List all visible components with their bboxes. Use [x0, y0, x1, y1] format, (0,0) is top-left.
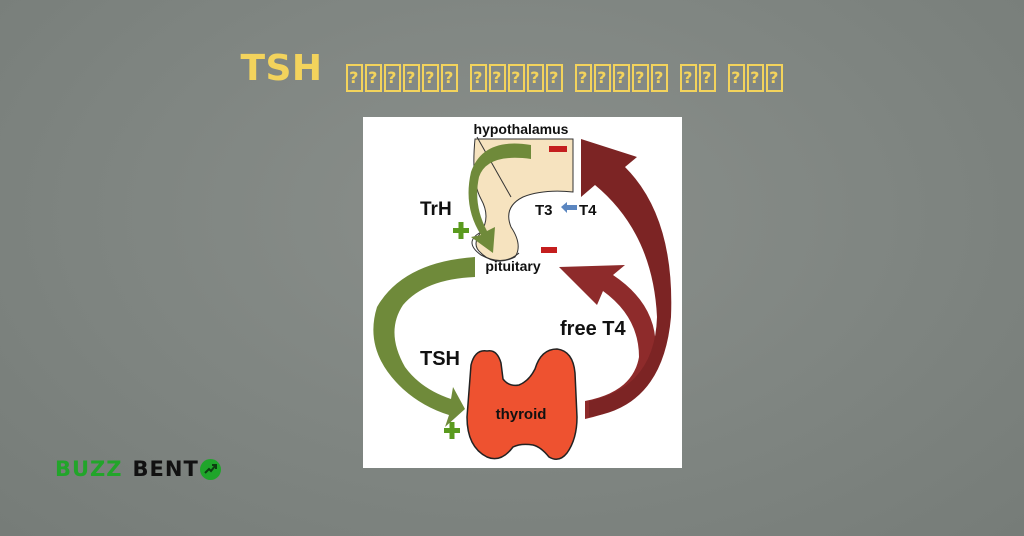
plus-sign-trh: [453, 222, 469, 239]
brand-part1: BUZZ: [55, 457, 123, 481]
missing-glyph-box: ?: [593, 64, 611, 92]
title-missing-glyphs: ?????????????????????: [335, 49, 784, 92]
label-t3: T3: [535, 202, 553, 219]
label-thyroid: thyroid: [496, 406, 547, 423]
missing-glyph-box: ?: [364, 64, 382, 92]
label-free-t4: free T4: [560, 318, 626, 340]
free-t4-to-hypothalamus-arrow: [581, 139, 672, 417]
missing-glyph-box: ?: [612, 64, 630, 92]
minus-sign-pituitary: [541, 247, 557, 253]
brand-logo[interactable]: BUZZ BENT: [55, 456, 221, 482]
missing-glyph-box: ?: [440, 64, 458, 92]
label-tsh: TSH: [420, 348, 460, 370]
missing-glyph-box: ?: [746, 64, 764, 92]
trh-arrow: [468, 143, 531, 253]
thyroid-shape: [466, 348, 578, 460]
missing-glyph-box: ?: [345, 64, 363, 92]
missing-glyph-box: ?: [488, 64, 506, 92]
plus-sign-tsh: [444, 422, 460, 439]
title-prefix: TSH: [240, 48, 323, 89]
missing-glyph-box: ?: [545, 64, 563, 92]
diagram-svg: hypothalamus TrH T3 T4 pituitary free T4…: [373, 121, 672, 460]
missing-glyph-box: ?: [526, 64, 544, 92]
stalk-line: [476, 136, 512, 198]
missing-glyph-box: ?: [421, 64, 439, 92]
label-t4: T4: [579, 202, 597, 219]
thyroid-feedback-diagram: hypothalamus TrH T3 T4 pituitary free T4…: [363, 117, 682, 468]
trend-arrow-icon: [199, 458, 221, 480]
missing-glyph-box: ?: [402, 64, 420, 92]
hypothalamus-shape: [473, 138, 574, 262]
tsh-arrow: [373, 257, 475, 427]
minus-sign-hypothalamus: [549, 146, 567, 152]
missing-glyph-box: ?: [698, 64, 716, 92]
free-t4-to-pituitary-arrow: [559, 265, 656, 419]
page-title: TSH ?????????????????????: [0, 48, 1024, 92]
brand-part2: BENT: [132, 457, 199, 481]
label-pituitary: pituitary: [485, 258, 540, 274]
missing-glyph-box: ?: [727, 64, 745, 92]
label-trh: TrH: [420, 199, 452, 220]
missing-glyph-box: ?: [631, 64, 649, 92]
missing-glyph-box: ?: [574, 64, 592, 92]
missing-glyph-box: ?: [650, 64, 668, 92]
label-hypothalamus: hypothalamus: [474, 121, 569, 137]
missing-glyph-box: ?: [383, 64, 401, 92]
conversion-arrow-icon: [561, 202, 577, 213]
missing-glyph-box: ?: [507, 64, 525, 92]
missing-glyph-box: ?: [765, 64, 783, 92]
missing-glyph-box: ?: [679, 64, 697, 92]
missing-glyph-box: ?: [469, 64, 487, 92]
